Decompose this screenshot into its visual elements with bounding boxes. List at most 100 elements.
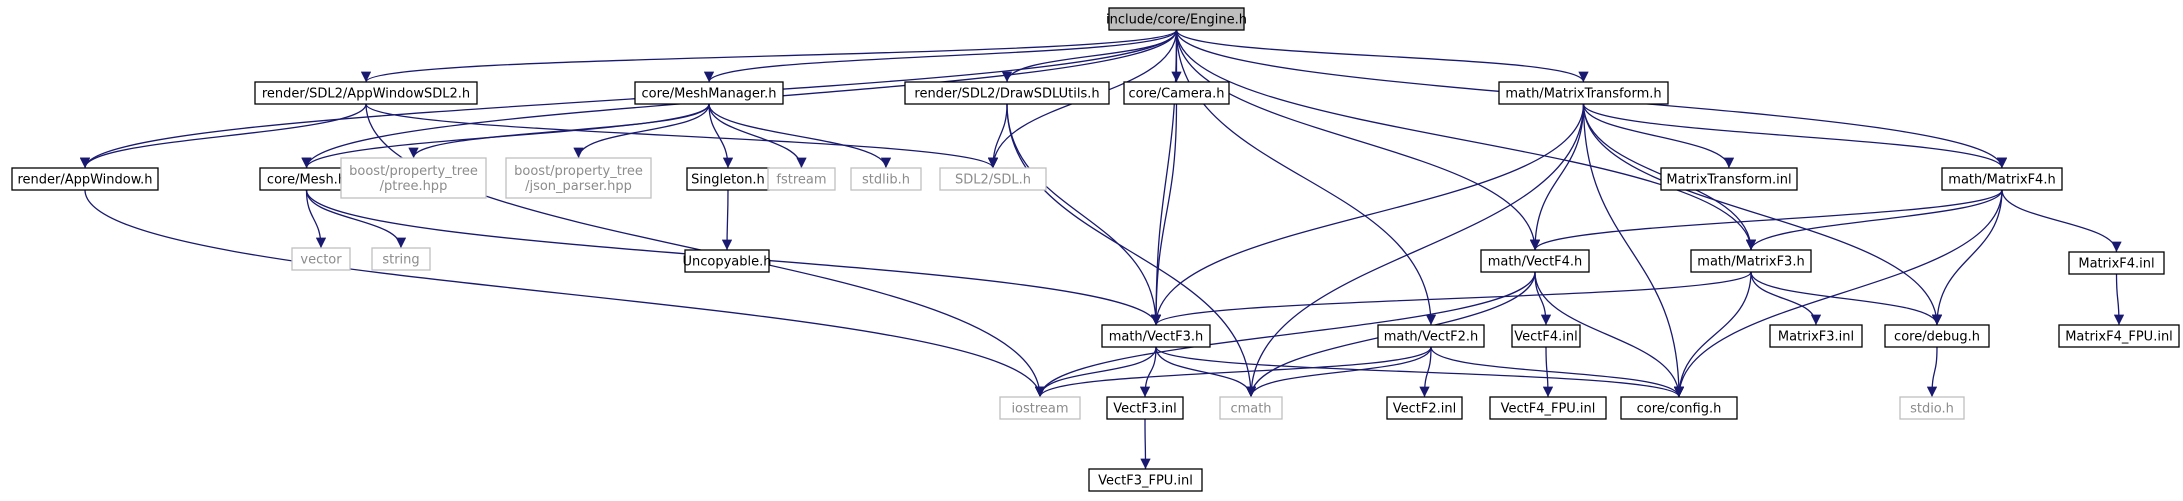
node-label: core/MeshManager.h: [642, 87, 777, 102]
node-box: [2068, 251, 2165, 275]
node-label: VectF2.inl: [1393, 402, 1456, 417]
edge-vectf3-to-vectf3-inl: [1139, 346, 1157, 398]
node-label: MatrixF4.inl: [2078, 257, 2154, 272]
node-label: VectF3.inl: [1113, 402, 1176, 417]
node-label: cmath: [1230, 402, 1271, 417]
node-label: MatrixF4_FPU.inl: [2065, 330, 2173, 345]
node-box: [2058, 324, 2180, 348]
node-label: include/core/Engine.h: [1106, 13, 1247, 28]
node-vectf3-inl[interactable]: VectF3.inl: [1106, 396, 1184, 420]
node-box: [340, 157, 487, 199]
node-box: [684, 249, 770, 273]
edge-meshmanager-to-singleton: [708, 103, 734, 169]
node-box: [1690, 249, 1812, 273]
node-vectf2-inl[interactable]: VectF2.inl: [1386, 396, 1463, 420]
node-matrixtransform-inl[interactable]: MatrixTransform.inl: [1660, 167, 1798, 191]
node-box: [1123, 81, 1230, 105]
node-vectf4[interactable]: math/VectF4.h: [1480, 249, 1590, 273]
edge-engine-to-matrixtransform: [1175, 29, 1589, 83]
node-label: math/VectF3.h: [1109, 330, 1204, 345]
node-box: [505, 157, 652, 199]
node-label: render/SDL2/DrawSDLUtils.h: [914, 87, 1099, 102]
node-config[interactable]: core/config.h: [1620, 396, 1738, 420]
node-box: [1899, 396, 1965, 420]
node-appwindow[interactable]: render/AppWindow.h: [11, 167, 159, 191]
node-engine[interactable]: include/core/Engine.h: [1106, 7, 1247, 31]
node-label: stdio.h: [1910, 402, 1954, 417]
edge-matrixtransform-to-cmath: [1245, 103, 1585, 398]
node-label: math/VectF2.h: [1384, 330, 1479, 345]
node-matrixf4[interactable]: math/MatrixF4.h: [1941, 167, 2063, 191]
node-appwindowsdl2[interactable]: render/SDL2/AppWindowSDL2.h: [254, 81, 478, 105]
node-vectf3[interactable]: math/VectF3.h: [1101, 324, 1211, 348]
node-box: [1101, 324, 1211, 348]
node-singleton[interactable]: Singleton.h: [686, 167, 770, 191]
node-label: core/Camera.h: [1129, 87, 1225, 102]
edge-singleton-to-uncopyable: [721, 189, 733, 251]
edge-debug-to-stdio: [1926, 346, 1938, 398]
node-label: SDL2/SDL.h: [955, 173, 1031, 188]
edge-matrixtransform-to-vectf3: [1150, 103, 1585, 326]
node-uncopyable[interactable]: Uncopyable.h: [682, 249, 772, 273]
node-box: [1884, 324, 1990, 348]
node-box: [634, 81, 784, 105]
node-box: [11, 167, 159, 191]
node-box: [371, 247, 431, 271]
node-label: Uncopyable.h: [682, 255, 771, 270]
node-matrixtransform[interactable]: math/MatrixTransform.h: [1498, 81, 1669, 105]
node-sdl: SDL2/SDL.h: [939, 167, 1047, 191]
edge-vectf2-to-vectf2-inl: [1419, 346, 1432, 398]
edge-vectf3-to-config: [1155, 346, 1685, 398]
node-stdlib: stdlib.h: [850, 167, 922, 191]
node-debug[interactable]: core/debug.h: [1884, 324, 1990, 348]
node-vectf4-fpu[interactable]: VectF4_FPU.inl: [1489, 396, 1607, 420]
edge-engine-to-appwindowsdl2: [361, 29, 1178, 83]
node-vectf3-fpu[interactable]: VectF3_FPU.inl: [1088, 468, 1203, 492]
node-cmath: cmath: [1219, 396, 1283, 420]
node-box: [291, 247, 351, 271]
node-mesh[interactable]: core/Mesh.h: [259, 167, 354, 191]
edge-appwindow-to-iostream: [84, 189, 1046, 398]
node-label: MatrixTransform.inl: [1666, 173, 1791, 188]
edge-matrixf4-to-matrixf4-inl: [2001, 189, 2122, 253]
node-matrixf3[interactable]: math/MatrixF3.h: [1690, 249, 1812, 273]
node-box: [254, 81, 478, 105]
node-matrixf4-fpu[interactable]: MatrixF4_FPU.inl: [2058, 324, 2180, 348]
node-meshmanager[interactable]: core/MeshManager.h: [634, 81, 784, 105]
node-drawsdlutils[interactable]: render/SDL2/DrawSDLUtils.h: [904, 81, 1110, 105]
edge-matrixf3-to-vectf3: [1151, 271, 1752, 326]
edge-meshmanager-to-json-parser: [573, 103, 710, 159]
nodes-layer: include/core/Engine.h render/SDL2/AppWind…: [11, 7, 2180, 492]
edge-matrixtransform-to-matrixf4: [1582, 103, 2008, 169]
node-label: VectF4_FPU.inl: [1501, 402, 1596, 417]
node-box: [1498, 81, 1669, 105]
node-box: [1377, 324, 1485, 348]
node-box: [904, 81, 1110, 105]
edge-vectf4-to-vectf4-inl: [1534, 271, 1552, 326]
node-vectf4-inl[interactable]: VectF4.inl: [1511, 324, 1581, 348]
node-label: vector: [300, 253, 342, 268]
edge-matrixf3-to-matrixf3-inl: [1750, 271, 1822, 326]
node-box: [850, 167, 922, 191]
node-box: [1386, 396, 1463, 420]
edge-matrixf4-to-config: [1673, 189, 2003, 398]
node-stdio: stdio.h: [1899, 396, 1965, 420]
node-fstream: fstream: [767, 167, 836, 191]
node-json-parser: boost/property_tree/json_parser.hpp: [505, 157, 652, 199]
edge-engine-to-appwindow: [79, 29, 1178, 169]
node-vectf2[interactable]: math/VectF2.h: [1377, 324, 1485, 348]
node-label: string: [382, 253, 419, 268]
node-matrixf4-inl[interactable]: MatrixF4.inl: [2068, 251, 2165, 275]
edge-meshmanager-to-ptree: [408, 103, 710, 159]
edge-vectf3-inl-to-vectf3-fpu: [1140, 418, 1151, 470]
edge-matrixtransform-to-vectf4: [1529, 103, 1585, 251]
node-label: core/Mesh.h: [267, 173, 346, 188]
node-box: [1088, 468, 1203, 492]
edge-engine-to-vectf3: [1150, 29, 1178, 326]
node-matrixf3-inl[interactable]: MatrixF3.inl: [1769, 324, 1863, 348]
node-vector: vector: [291, 247, 351, 271]
node-iostream: iostream: [999, 396, 1081, 420]
node-camera[interactable]: core/Camera.h: [1123, 81, 1230, 105]
edge-mesh-to-vector: [305, 189, 327, 249]
